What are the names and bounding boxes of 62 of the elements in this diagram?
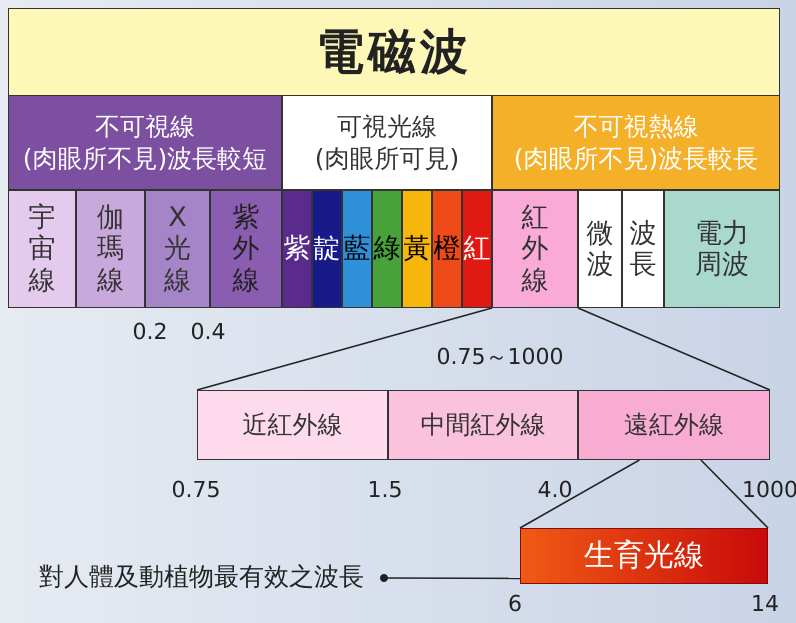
category-band (8, 95, 282, 190)
box-label: 生育光線 (584, 537, 704, 575)
growth-light-box (520, 528, 768, 584)
cell-label: 藍 (343, 233, 371, 265)
infrared-box (578, 390, 770, 460)
cell-label: 宇宙線 (28, 202, 56, 296)
spectrum-cell (76, 190, 145, 308)
box-label: 可視光線 (337, 111, 437, 142)
box-label: 不可視線 (95, 111, 195, 142)
cell-label: 黃 (403, 233, 431, 265)
spectrum-cell (492, 190, 578, 308)
box-label: 不可視熱線 (574, 111, 698, 142)
zoom-line (578, 307, 770, 391)
wavelength-label: 1.5 (368, 478, 402, 503)
color-cell (282, 190, 312, 308)
infrared-box (388, 390, 578, 460)
color-cell (402, 190, 432, 308)
cell-label: 紫外線 (232, 202, 260, 296)
wavelength-label: 0.75 (172, 478, 220, 503)
spectrum-cell (578, 190, 622, 308)
cell-label: 綠 (373, 233, 401, 265)
cell-label: 電力周波 (694, 218, 750, 280)
category-band (492, 95, 780, 190)
infrared-box (197, 390, 388, 460)
spectrum-cell (664, 190, 780, 308)
title-band: 電磁波 (8, 8, 780, 96)
box-label: 遠紅外線 (624, 409, 724, 441)
wavelength-label: 14 (751, 592, 779, 617)
wavelength-label: 0.2 (132, 320, 168, 345)
cell-label: 伽瑪線 (96, 202, 124, 296)
zoom-line (196, 307, 492, 391)
cell-label: 紅 (463, 233, 491, 265)
box-label: 近紅外線 (242, 409, 342, 441)
cell-label: 橙 (433, 233, 461, 265)
color-cell (372, 190, 402, 308)
color-cell (342, 190, 372, 308)
box-label: (肉眼所不見)波長較長 (514, 142, 758, 174)
box-label: (肉眼所可見) (314, 142, 460, 174)
zoom-line (700, 459, 769, 529)
color-cell (432, 190, 462, 308)
wavelength-label: 0.75～1000 (436, 344, 564, 372)
cell-label: 紫 (283, 233, 311, 265)
note-label: 對人體及動植物最有效之波長 (39, 562, 364, 591)
cell-label: 微波 (586, 218, 614, 280)
color-cell (312, 190, 342, 308)
wavelength-label: 6 (508, 592, 522, 617)
spectrum-cell (145, 190, 210, 308)
wavelength-label: 0.4 (190, 320, 226, 345)
category-band (282, 95, 492, 190)
box-label: (肉眼所不見)波長較短 (22, 142, 268, 174)
zoom-line (520, 459, 640, 529)
spectrum-cell (8, 190, 76, 308)
cell-label: 波長 (629, 218, 657, 280)
box-label: 中間紅外線 (420, 409, 546, 441)
cell-label: 靛 (313, 233, 341, 265)
spectrum-cell (210, 190, 282, 308)
cell-label: X光線 (164, 202, 192, 296)
wavelength-label: 4.0 (538, 478, 572, 503)
color-cell (462, 190, 492, 308)
leader-line (380, 574, 520, 582)
cell-label: 紅外線 (521, 202, 549, 296)
spectrum-cell (622, 190, 664, 308)
